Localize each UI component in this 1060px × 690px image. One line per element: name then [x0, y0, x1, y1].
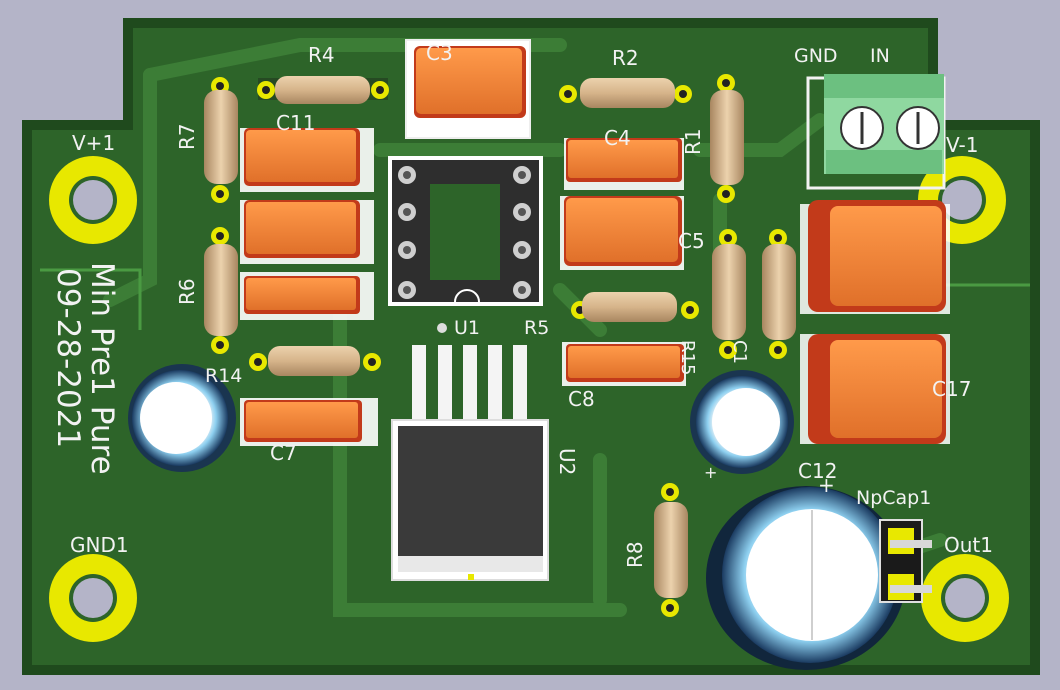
- resistor-r8: [654, 483, 688, 617]
- input-terminal-block: [806, 74, 946, 190]
- label-out1: Out1: [944, 533, 993, 557]
- label-c3: C3: [426, 41, 453, 65]
- label-c1: C1: [729, 340, 750, 364]
- label-gnd1: GND1: [70, 533, 129, 557]
- npcap-jumper: [879, 519, 932, 603]
- resistor-r5: [571, 292, 699, 322]
- label-r14: R14: [205, 365, 242, 387]
- polarity-plus-c12: +: [818, 473, 835, 497]
- label-u1: U1: [454, 317, 480, 339]
- label-r15: R15: [677, 340, 698, 375]
- label-v-plus: V+1: [72, 131, 115, 155]
- electrolytic-c14: [128, 364, 236, 472]
- capacitor-c10: [240, 200, 374, 264]
- label-c8: C8: [568, 387, 595, 411]
- label-c5: C5: [678, 229, 705, 253]
- resistor-c5-column: [712, 229, 746, 359]
- label-r7: R7: [175, 123, 199, 150]
- electrolytic-c1: [690, 370, 794, 474]
- mounting-hole-out: [921, 554, 1009, 642]
- resistor-r7: [204, 77, 238, 203]
- label-in: IN: [870, 45, 890, 67]
- polarity-plus-c1: +: [704, 463, 717, 482]
- label-r6: R6: [175, 278, 199, 305]
- label-r4: R4: [308, 43, 335, 67]
- opamp-socket-u1: [388, 156, 543, 306]
- resistor-r2: [559, 78, 692, 108]
- label-u2: U2: [555, 448, 579, 475]
- capacitor-c6: [560, 196, 684, 270]
- capacitor-c4: [564, 138, 684, 190]
- mounting-hole-v-plus: [49, 156, 137, 244]
- label-c12: C12: [798, 459, 837, 483]
- label-v-minus: V-1: [946, 133, 978, 157]
- label-r1: R1: [681, 128, 705, 155]
- resistor-r14: [249, 346, 381, 376]
- capacitor-c16: [800, 200, 950, 314]
- label-r2: R2: [612, 46, 639, 70]
- resistor-r15: [762, 229, 796, 359]
- board-title-line1: Min Pre1 Pure: [84, 262, 120, 475]
- label-gnd: GND: [794, 45, 838, 67]
- capacitor-c7: [240, 398, 378, 446]
- label-c7: C7: [270, 441, 297, 465]
- regulator-u2: [391, 323, 549, 581]
- label-npcap: NpCap1: [856, 487, 931, 509]
- capacitor-c9: [240, 272, 374, 320]
- capacitor-c3: [405, 39, 531, 139]
- electrolytic-c12: [706, 486, 906, 670]
- capacitor-c17: [800, 334, 950, 444]
- label-c17: C17: [932, 377, 971, 401]
- mounting-hole-gnd: [49, 554, 137, 642]
- resistor-r4: [257, 76, 389, 104]
- capacitor-c8: [562, 342, 686, 386]
- capacitor-c11: [240, 128, 374, 192]
- label-c4: C4: [604, 126, 631, 150]
- label-r8: R8: [623, 541, 647, 568]
- resistor-r6: [204, 227, 238, 354]
- board-title-line2: 09-28-2021: [50, 268, 86, 448]
- resistor-r1: [710, 74, 744, 203]
- label-r5: R5: [524, 317, 549, 339]
- label-c11: C11: [276, 111, 315, 135]
